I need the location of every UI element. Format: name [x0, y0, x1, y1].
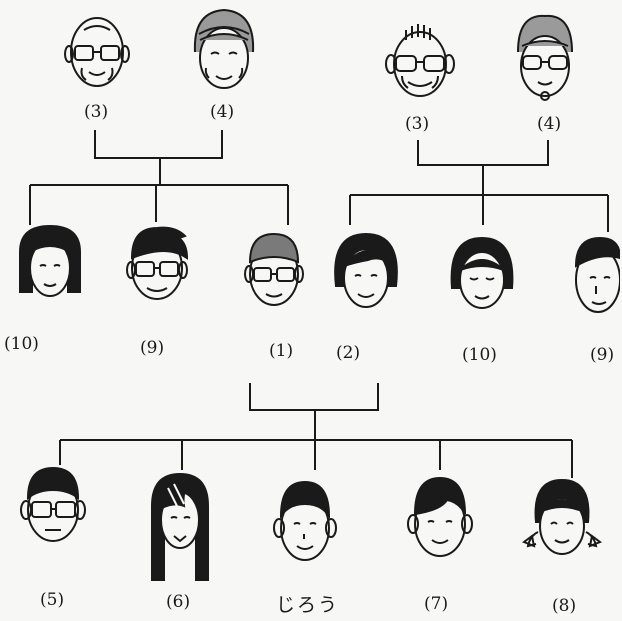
- label-grandmother-right: (4): [537, 114, 562, 134]
- jirou-face: [273, 480, 337, 561]
- label-grandmother-left: (4): [210, 102, 235, 122]
- aunt-right-face: [450, 236, 514, 309]
- uncle-face: [126, 226, 189, 300]
- label-child-8: (8): [552, 596, 577, 616]
- label-aunt-left: (10): [4, 334, 39, 354]
- mother-face: [334, 232, 398, 308]
- uncle-right-face: [574, 236, 620, 313]
- grandmother-right-face: [517, 14, 573, 101]
- label-grandfather-right: (3): [405, 114, 430, 134]
- child-8-face: [521, 478, 603, 555]
- label-child-7: (7): [424, 594, 449, 614]
- label-uncle-right: (9): [590, 345, 615, 365]
- label-grandfather-left: (3): [84, 102, 109, 122]
- label-jirou: じろう: [276, 594, 340, 616]
- label-child-5: (5): [40, 590, 65, 610]
- label-father: (1): [269, 341, 294, 361]
- child-7-face: [407, 476, 473, 557]
- label-uncle: (9): [140, 338, 165, 358]
- label-mother: (2): [336, 343, 361, 363]
- grandmother-left-face: [193, 8, 255, 89]
- grandfather-left-face: [64, 17, 130, 87]
- father-face: [244, 232, 304, 306]
- child-5-face: [20, 466, 86, 542]
- label-aunt-right: (10): [462, 345, 497, 365]
- aunt-left-face: [19, 224, 81, 297]
- label-child-6: (6): [166, 592, 191, 612]
- grandfather-right-face: [385, 24, 455, 97]
- child-6-face: [151, 472, 209, 581]
